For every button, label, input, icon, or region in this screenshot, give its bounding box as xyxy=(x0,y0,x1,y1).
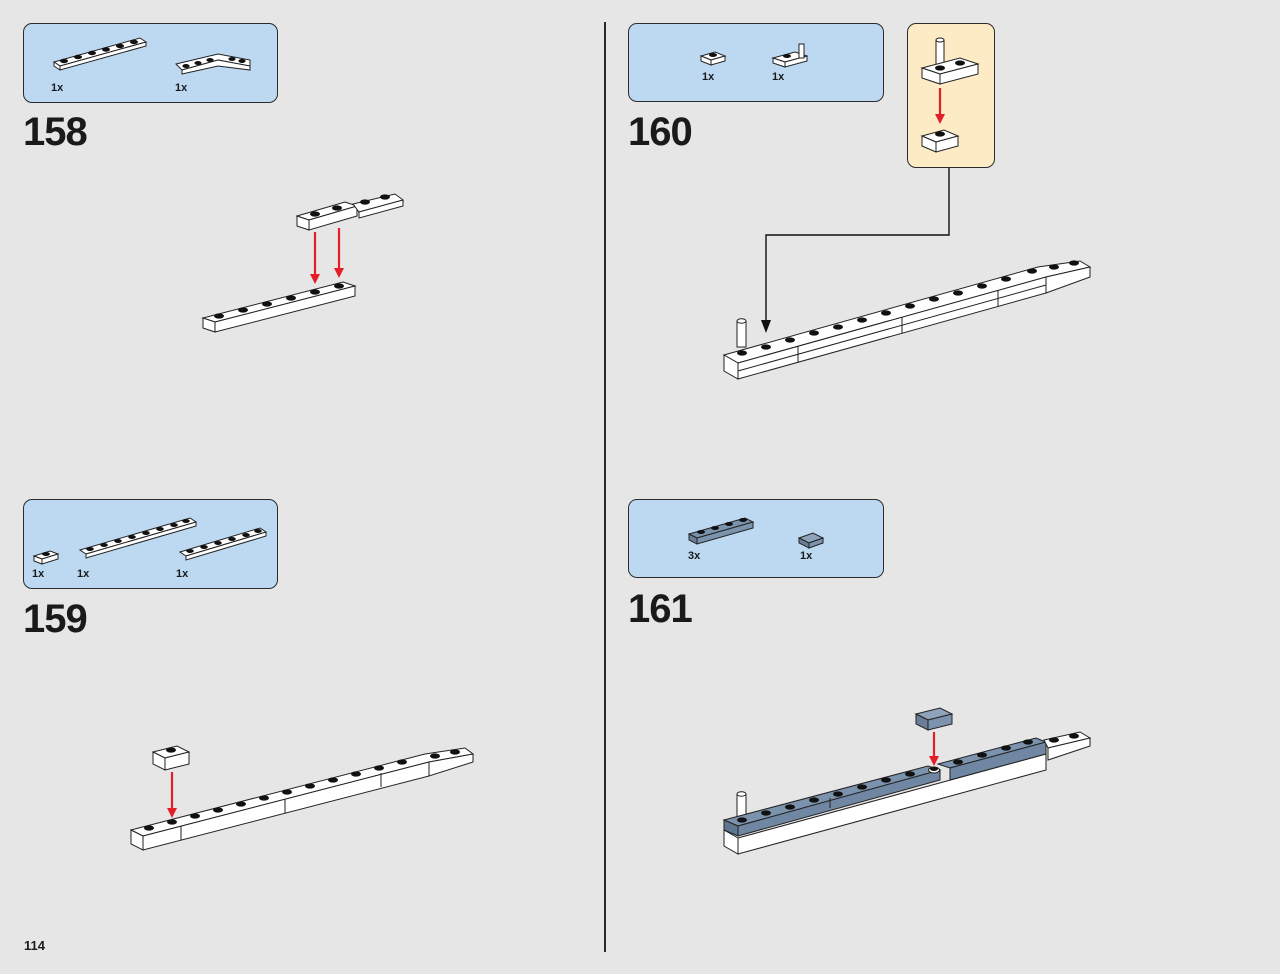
step-159-illustration xyxy=(129,745,475,851)
plate-1x6-icon xyxy=(178,527,268,561)
subassembly-box-160 xyxy=(907,23,995,168)
page-divider xyxy=(604,22,606,952)
step-number-159: 159 xyxy=(23,597,88,641)
qty-label: 1x xyxy=(176,568,189,580)
page-number: 114 xyxy=(24,938,45,953)
qty-label: 1x xyxy=(702,71,715,83)
parts-list-159: 1x 1x 1x xyxy=(23,499,278,589)
qty-label: 1x xyxy=(51,82,64,94)
parts-list-160: 1x 1x xyxy=(628,23,884,102)
plate-1x1-icon xyxy=(699,51,727,66)
step-number-158: 158 xyxy=(23,110,88,154)
step-158-illustration xyxy=(201,193,405,333)
sand-blue-plate-1x4-icon xyxy=(687,517,755,545)
step-number-160: 160 xyxy=(628,110,693,154)
step-160-illustration xyxy=(722,168,1092,380)
qty-label: 1x xyxy=(32,568,45,580)
plate-1x1-icon xyxy=(32,550,60,565)
qty-label: 1x xyxy=(800,550,813,562)
wedge-plate-icon xyxy=(175,53,251,75)
plate-with-bar-icon xyxy=(771,43,809,68)
step-number-161: 161 xyxy=(628,587,693,631)
subassembly-illustration xyxy=(920,37,980,153)
qty-label: 1x xyxy=(175,82,188,94)
qty-label: 1x xyxy=(77,568,90,580)
qty-label: 1x xyxy=(772,71,785,83)
plate-1x8-icon xyxy=(78,517,198,559)
parts-list-161: 3x 1x xyxy=(628,499,884,578)
parts-list-158: 1x 1x xyxy=(23,23,278,103)
plate-1x6-icon xyxy=(52,37,148,71)
qty-label: 3x xyxy=(688,550,701,562)
step-161-illustration xyxy=(722,707,1092,855)
sand-blue-tile-1x1-icon xyxy=(797,532,825,549)
